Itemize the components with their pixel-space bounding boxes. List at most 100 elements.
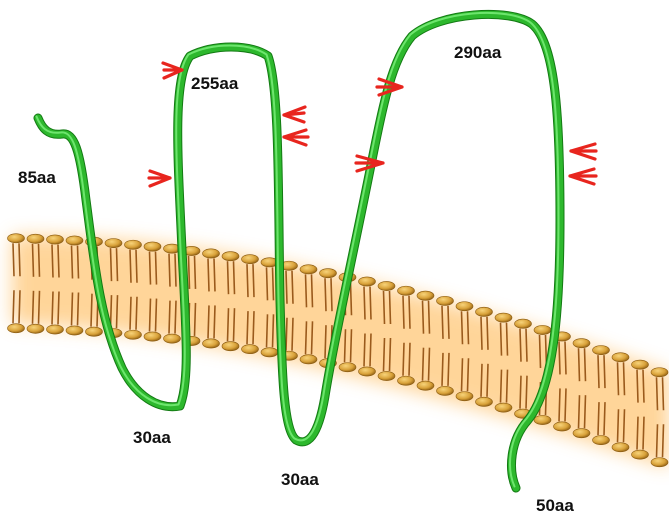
phospholipid-icon bbox=[475, 396, 493, 407]
lipid-tail-pair bbox=[12, 243, 21, 324]
phospholipid-icon bbox=[358, 366, 376, 377]
n-terminal-label: 85aa bbox=[18, 168, 56, 187]
lipid-tail-pair bbox=[304, 274, 314, 355]
glycosylation-fork-icon bbox=[569, 142, 598, 161]
lipid-tail-pair bbox=[441, 305, 450, 386]
lipid-bilayer bbox=[7, 233, 669, 468]
lipid-tail-pair bbox=[460, 311, 470, 392]
phospholipid-icon bbox=[7, 233, 25, 244]
glycosylation-fork-icon bbox=[147, 169, 172, 188]
phospholipid-icon bbox=[124, 329, 142, 340]
phospholipid-icon bbox=[650, 457, 669, 468]
phospholipid-icon bbox=[241, 254, 259, 265]
phospholipid-icon bbox=[455, 301, 474, 312]
phospholipid-icon bbox=[572, 428, 591, 439]
lipid-tail-pair bbox=[363, 286, 372, 367]
phospholipid-icon bbox=[143, 241, 162, 252]
lipid-tail-pair bbox=[519, 328, 528, 409]
lipid-tail-pair bbox=[597, 355, 606, 436]
phospholipid-icon bbox=[592, 435, 610, 446]
phospholipid-icon bbox=[514, 318, 532, 329]
phospholipid-icon bbox=[533, 415, 552, 425]
lipid-tail-pair bbox=[655, 377, 665, 458]
phospholipid-icon bbox=[397, 375, 415, 386]
phospholipid-icon bbox=[338, 362, 357, 373]
intracellular-loop-2-label: 30aa bbox=[281, 470, 319, 489]
lipid-tail-pair bbox=[577, 348, 587, 429]
phospholipid-icon bbox=[377, 371, 396, 381]
phospholipid-icon bbox=[124, 239, 142, 250]
phospholipid-icon bbox=[104, 238, 123, 248]
intracellular-loop-1-label: 30aa bbox=[133, 428, 171, 447]
lipid-tail-pair bbox=[265, 267, 275, 348]
lipid-tail-pair bbox=[109, 248, 119, 329]
protein-chain bbox=[33, 9, 565, 493]
lipid-tail-pair bbox=[148, 251, 158, 332]
lipid-tail-pair bbox=[51, 244, 60, 325]
phospholipid-icon bbox=[299, 264, 318, 275]
phospholipid-icon bbox=[475, 306, 493, 317]
phospholipid-icon bbox=[650, 367, 669, 378]
phospholipid-icon bbox=[572, 338, 591, 349]
extracellular-loop-1-label: 255aa bbox=[191, 74, 239, 93]
phospholipid-icon bbox=[319, 268, 337, 279]
phospholipid-icon bbox=[455, 391, 474, 402]
lipid-tail-pair bbox=[636, 369, 645, 450]
lipid-tail-pair bbox=[70, 245, 80, 326]
phospholipid-icon bbox=[533, 325, 552, 335]
phospholipid-icon bbox=[631, 449, 649, 460]
lipid-tail-pair bbox=[402, 295, 411, 376]
phospholipid-icon bbox=[221, 341, 240, 352]
lipid-tail-pair bbox=[168, 253, 177, 334]
phospholipid-icon bbox=[202, 248, 220, 259]
phospholipid-icon bbox=[7, 323, 25, 334]
lipid-tail-pair bbox=[480, 316, 489, 397]
protein-chain-highlight bbox=[35, 11, 560, 488]
phospholipid-icon bbox=[611, 352, 630, 363]
lipid-tail-pair bbox=[31, 243, 41, 324]
phospholipid-icon bbox=[436, 385, 454, 396]
lipid-tail-pair bbox=[382, 290, 392, 372]
phospholipid-icon bbox=[436, 295, 454, 306]
glycosylation-fork-icon bbox=[354, 154, 385, 173]
phospholipid-icon bbox=[26, 323, 45, 334]
phospholipid-icon bbox=[377, 281, 396, 291]
phospholipid-icon bbox=[553, 421, 571, 432]
phospholipid-icon bbox=[494, 312, 513, 323]
phospholipid-icon bbox=[46, 324, 64, 335]
lipid-tail-pair bbox=[616, 362, 626, 443]
phospholipid-icon bbox=[631, 359, 649, 370]
phospholipid-icon bbox=[46, 234, 64, 245]
phospholipid-icon bbox=[494, 402, 513, 413]
lipid-tail-pair bbox=[285, 270, 294, 351]
phospholipid-icon bbox=[241, 344, 259, 355]
phospholipid-icon bbox=[26, 233, 45, 244]
phospholipid-icon bbox=[397, 285, 415, 296]
phospholipid-icon bbox=[163, 333, 181, 344]
glycosylation-fork-icon bbox=[161, 61, 184, 80]
phospholipid-icon bbox=[299, 354, 318, 365]
lipid-tail-pair bbox=[207, 258, 216, 339]
phospholipid-icon bbox=[221, 251, 240, 262]
lipid-tail-pair bbox=[499, 322, 509, 403]
lipid-tail-pair bbox=[246, 264, 255, 345]
phospholipid-icon bbox=[65, 235, 84, 246]
extracellular-loop-2-label: 290aa bbox=[454, 43, 502, 62]
phospholipid-icon bbox=[202, 338, 220, 349]
lipid-tail-pair bbox=[421, 300, 431, 381]
lipid-tail-pair bbox=[558, 341, 567, 422]
phospholipid-icon bbox=[592, 345, 610, 356]
glycosylation-fork-icon bbox=[282, 105, 307, 124]
glycosylation-fork-icon bbox=[568, 167, 598, 186]
lipid-tail-pair bbox=[226, 261, 236, 342]
phospholipid-icon bbox=[416, 290, 435, 301]
lipid-tail-pair bbox=[129, 249, 138, 330]
glycosylation-fork-icon bbox=[282, 128, 310, 147]
phospholipid-icon bbox=[416, 380, 435, 391]
glycosylation-sites bbox=[147, 61, 598, 188]
phospholipid-icon bbox=[358, 276, 376, 287]
length-labels: 85aa 255aa 290aa 30aa 30aa 50aa bbox=[18, 43, 574, 515]
phospholipid-icon bbox=[143, 331, 162, 342]
phospholipid-icon bbox=[65, 325, 84, 336]
